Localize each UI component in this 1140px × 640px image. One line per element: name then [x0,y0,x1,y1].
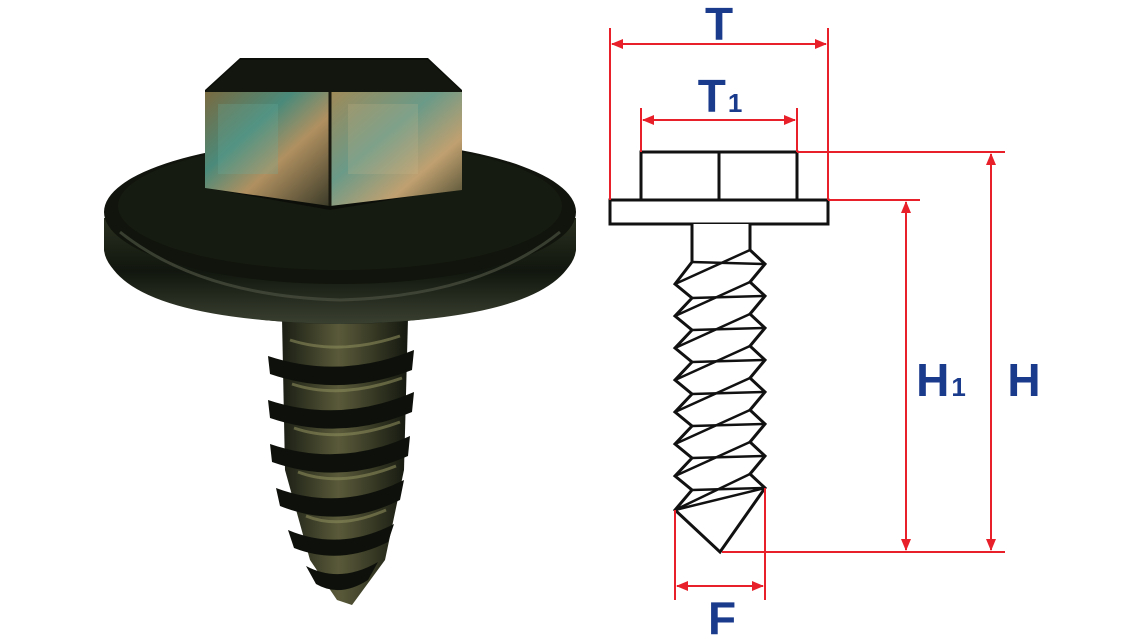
label-H: H [1007,354,1040,406]
label-T1-sub: 1 [728,88,742,118]
screw-drawing-icon: T T1 H1 H F [608,0,1041,640]
dimension-lines [609,28,1005,600]
label-H1: H1 [916,354,966,406]
screw-photo-icon [104,58,576,605]
drawing-flange [608,198,830,226]
label-T1: T1 [698,70,743,122]
photo-hex-head [205,58,462,210]
label-T1-main: T [698,70,726,122]
label-T: T [705,0,733,50]
label-H1-sub: 1 [951,372,965,402]
photo-shank [268,318,414,605]
label-H1-main: H [916,354,949,406]
label-F: F [708,592,736,640]
drawing-thread-lines [674,248,766,512]
